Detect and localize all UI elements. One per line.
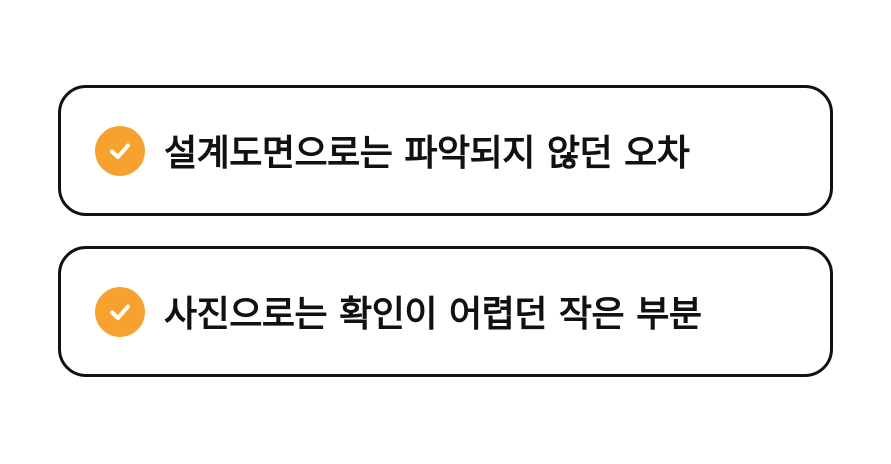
feature-item-2: 사진으로는 확인이 어렵던 작은 부분 [58, 246, 833, 377]
feature-item-label: 설계도면으로는 파악되지 않던 오차 [164, 132, 690, 174]
check-circle-icon [95, 125, 145, 176]
feature-item-1: 설계도면으로는 파악되지 않던 오차 [58, 85, 833, 216]
check-circle-icon [95, 286, 145, 337]
feature-item-label: 사진으로는 확인이 어렵던 작은 부분 [164, 293, 702, 335]
